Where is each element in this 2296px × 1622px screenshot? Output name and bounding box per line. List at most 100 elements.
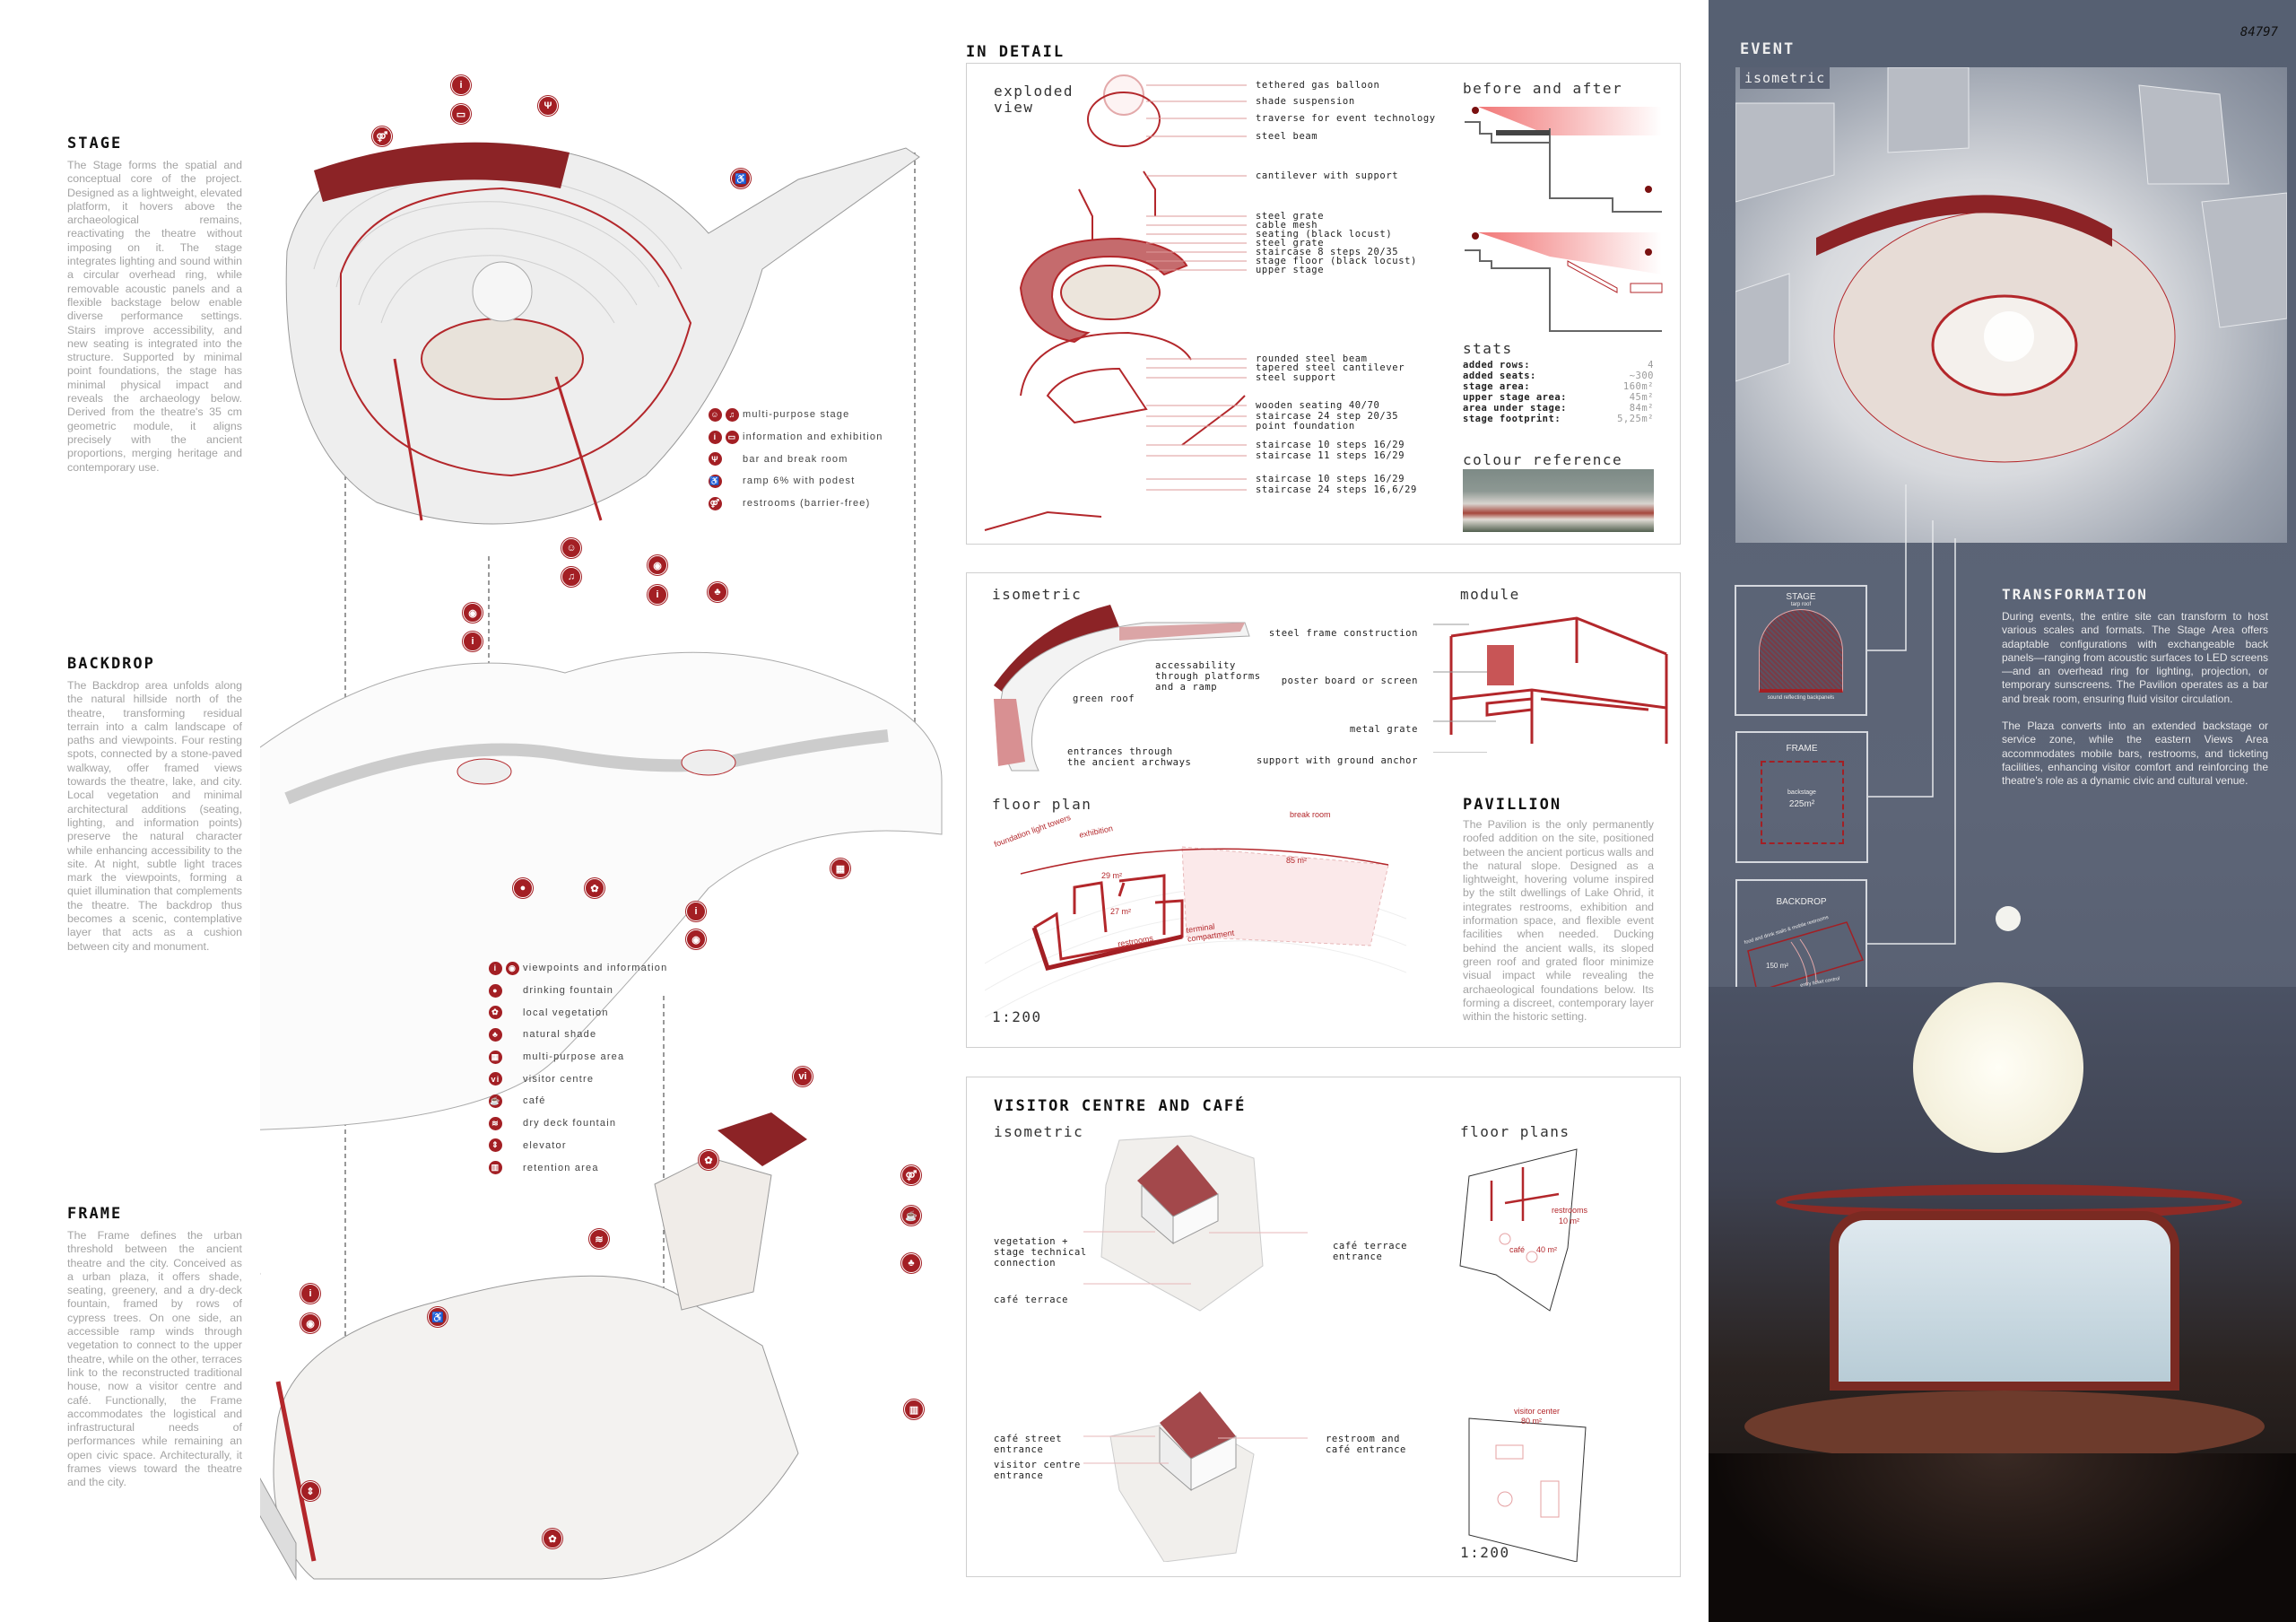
stage-amphitheatre-drawing xyxy=(285,142,920,525)
visitor-centre-panel: VISITOR CENTRE AND CAFÉ isometric floor … xyxy=(966,1077,1681,1577)
legend-icons: i▭ xyxy=(709,430,743,444)
exploded-label: cable mesh xyxy=(1256,220,1318,231)
legend-label: elevator xyxy=(523,1139,567,1151)
backdrop-heading: BACKDROP xyxy=(67,655,155,673)
stage-screen xyxy=(1830,1211,2179,1391)
module-drawing xyxy=(1433,616,1668,753)
floor-plan-title: floor plan xyxy=(992,796,1092,813)
visitor-scale: 1:200 xyxy=(1460,1544,1510,1561)
mini-stage-backpanels: sound reflecting backpanels xyxy=(1767,695,1835,701)
legend-item: ☺♫multi-purpose stage xyxy=(709,404,883,426)
stat-row: stage area: 160m² xyxy=(1463,381,1654,392)
legend-item: ☕ café xyxy=(489,1090,667,1112)
plan-label-cafe-area: 40 m² xyxy=(1536,1245,1558,1254)
legend-label: visitor centre xyxy=(523,1073,595,1085)
event-isometric-image: isometric xyxy=(1735,66,2288,543)
legend-icons: ≋ xyxy=(489,1116,523,1130)
cup-icon: ☕ xyxy=(489,1094,502,1108)
event-isometric-label: isometric xyxy=(1740,67,1831,89)
exploded-label: staircase 24 step 20/35 xyxy=(1256,411,1399,422)
wheelchair-icon: ♿ xyxy=(731,169,751,188)
event-site-drawing xyxy=(1735,66,2288,463)
before-after-sections xyxy=(1465,107,1663,332)
mini-stage-diagram: STAGE tarp roof sound reflecting backpan… xyxy=(1735,585,1867,716)
legend-item: i▭information and exhibition xyxy=(709,426,883,449)
moon-icon xyxy=(1996,906,2021,931)
pavilion-panel: isometric module accessability through p… xyxy=(966,572,1681,1048)
colour-reference-title: colour reference xyxy=(1463,451,1623,468)
exploded-label: wooden seating 40/70 xyxy=(1256,400,1380,411)
wheelchair-icon: ♿ xyxy=(709,474,722,488)
exploded-label: cantilever with support xyxy=(1256,170,1399,181)
eye-icon: ◉ xyxy=(463,603,483,623)
plan-label-restrooms-area: 10 m² xyxy=(1559,1216,1580,1225)
legend-label: café xyxy=(523,1095,546,1107)
pavilion-floor-plan xyxy=(985,846,1406,1017)
floor-plans-title: floor plans xyxy=(1460,1123,1570,1140)
grid-icon: ▦ xyxy=(831,859,850,878)
stat-value: 5,25m² xyxy=(1617,414,1654,424)
transformation-text-1: During events, the entire site can trans… xyxy=(2002,610,2268,705)
restroom-icon: ⚤ xyxy=(372,126,392,146)
legend-icons: i◉ xyxy=(489,961,523,975)
eye-icon: ◉ xyxy=(686,929,706,949)
stage-heading: STAGE xyxy=(67,135,123,153)
before-after-title: before and after xyxy=(1463,80,1623,97)
exhibition-icon: ▭ xyxy=(726,430,739,444)
plan-label-27: 27 m² xyxy=(1110,907,1132,916)
exploded-label: staircase 24 steps 16,6/29 xyxy=(1256,484,1417,495)
legend-icons: ✿ xyxy=(489,1006,523,1020)
plan-label-restrooms-cafe: restrooms xyxy=(1552,1206,1588,1215)
bar-icon: Ψ xyxy=(538,96,558,116)
backdrop-description: The Backdrop area unfolds along the natu… xyxy=(67,679,242,953)
stats-title: stats xyxy=(1463,340,1513,357)
performers-icon: ♫ xyxy=(561,567,581,587)
site-exploded-axonometric xyxy=(260,142,943,1581)
transformation-heading: TRANSFORMATION xyxy=(2002,586,2148,603)
stat-label: added seats: xyxy=(1463,371,1536,381)
exploded-label: seating (black locust) xyxy=(1256,229,1393,240)
plan-label-visitor-center: visitor center xyxy=(1514,1407,1561,1416)
exploded-label: staircase 11 steps 16/29 xyxy=(1256,450,1405,461)
exploded-label: steel support xyxy=(1256,372,1336,383)
module-label: metal grate xyxy=(1349,724,1418,735)
performers-icon: ♫ xyxy=(726,407,739,422)
legend-icons: ☕ xyxy=(489,1094,523,1108)
mini-stage-title: STAGE xyxy=(1786,592,1816,602)
legend-item: ▥retention area xyxy=(489,1156,667,1179)
label-vegetation-connection: vegetation + stage technical connection xyxy=(994,1236,1087,1269)
wheelchair-icon: ♿ xyxy=(428,1307,448,1327)
module-label: steel frame construction xyxy=(1268,628,1418,639)
legend-item: ⚤restrooms (barrier-free) xyxy=(709,493,883,515)
plant-icon: ✿ xyxy=(585,878,604,898)
info-icon: i xyxy=(489,961,502,975)
pavilion-isometric-drawing xyxy=(994,605,1250,772)
legend-label: restrooms (barrier-free) xyxy=(743,498,871,510)
stat-value: 160m² xyxy=(1622,381,1654,392)
info-icon: i xyxy=(451,75,471,95)
stat-row: area under stage:84m² xyxy=(1463,403,1654,414)
stat-label: stage area: xyxy=(1463,381,1531,392)
exploded-label: shade suspension xyxy=(1256,96,1355,107)
retention-icon: ▥ xyxy=(904,1400,924,1419)
exploded-label: tethered gas balloon xyxy=(1256,80,1380,91)
exploded-label: stage floor (black locust) xyxy=(1256,256,1417,266)
stage-platform xyxy=(1744,1391,2265,1462)
legend-label: dry deck fountain xyxy=(523,1118,617,1129)
exploded-view-drawing xyxy=(984,74,1247,531)
pavilion-description: The Pavilion is the only permanently roo… xyxy=(1463,818,1654,1024)
legend-item: ≋dry deck fountain xyxy=(489,1112,667,1135)
legend-icons: ⚤ xyxy=(709,496,743,510)
exploded-label: steel beam xyxy=(1256,131,1318,142)
stage-arch-shape xyxy=(1759,609,1843,693)
fountain-icon: ≋ xyxy=(589,1229,609,1249)
module-label: support with ground anchor xyxy=(1257,755,1418,766)
mini-stage-tarp: tarp roof xyxy=(1790,602,1812,607)
legend-icons: ● xyxy=(489,983,523,998)
in-detail-heading: IN DETAIL xyxy=(966,43,1065,61)
label-visitor-centre-entrance: visitor centre entrance xyxy=(994,1460,1081,1481)
event-heading: EVENT xyxy=(1740,40,1796,58)
